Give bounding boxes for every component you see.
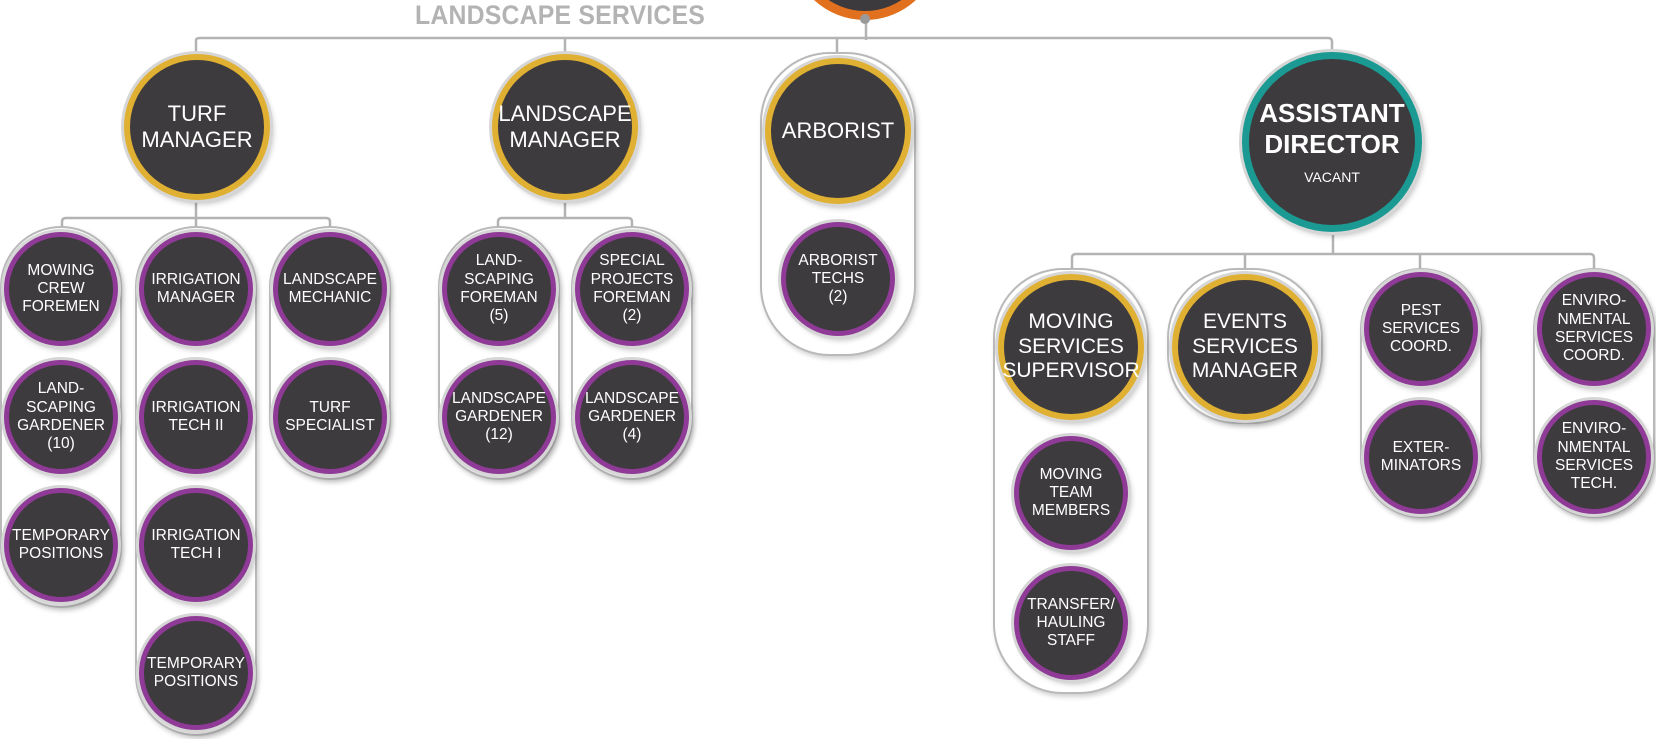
turf-manager-label: TURF MANAGER [141,101,253,152]
connector-dot [860,14,870,24]
landscape-bus-line [496,216,634,230]
turf-manager-node: TURF MANAGER [124,54,270,200]
staff-label: ENVIRO- NMENTAL SERVICES TECH. [1554,420,1634,493]
moving-team-members-node: MOVING TEAM MEMBERS [1014,436,1128,550]
staff-label: PEST SERVICES COORD. [1381,301,1461,356]
arborist-techs-node: ARBORIST TECHS (2) [781,222,895,336]
landscaping-gardener-node: LAND- SCAPING GARDENER (10) [4,360,118,474]
irrigation-manager-node: IRRIGATION MANAGER [139,232,253,346]
moving-services-supervisor-node: MOVING SERVICES SUPERVISOR [998,274,1144,420]
staff-label: LAND- SCAPING FOREMAN (5) [460,252,538,325]
staff-label: EXTER- MINATORS [1380,438,1462,474]
staff-label: MOVING TEAM MEMBERS [1031,465,1111,520]
transfer-hauling-staff-node: TRANSFER/ HAULING STAFF [1014,566,1128,680]
environmental-services-tech-node: ENVIRO- NMENTAL SERVICES TECH. [1537,400,1651,514]
staff-label: LANDSCAPE GARDENER (12) [452,389,546,444]
irrigation-tech-i-node: IRRIGATION TECH I [139,488,253,602]
staff-label: IRRIGATION TECH I [151,526,241,562]
ad-bus-line [1070,252,1596,268]
staff-label: LANDSCAPE GARDENER (4) [585,389,679,444]
assistant-director-status: VACANT [1304,169,1360,186]
staff-label: TEMPORARY POSITIONS [12,526,110,562]
landscape-gardener-12-node: LANDSCAPE GARDENER (12) [442,360,556,474]
landscape-gardener-4-node: LANDSCAPE GARDENER (4) [575,360,689,474]
staff-label: IRRIGATION TECH II [151,398,241,434]
irrigation-tech-ii-node: IRRIGATION TECH II [139,360,253,474]
landscape-mechanic-node: LANDSCAPE MECHANIC [273,232,387,346]
staff-label: TEMPORARY POSITIONS [147,654,245,690]
supervisor-label: MOVING SERVICES SUPERVISOR [1002,309,1140,383]
landscaping-foreman-node: LAND- SCAPING FOREMAN (5) [442,232,556,346]
mowing-crew-foremen-node: MOWING CREW FOREMEN [4,232,118,346]
arborist-node: ARBORIST [765,58,911,204]
staff-label: IRRIGATION MANAGER [151,270,241,306]
irrigation-temporary-positions-node: TEMPORARY POSITIONS [139,616,253,730]
manager-label: EVENTS SERVICES MANAGER [1191,309,1299,383]
turf-temporary-positions-node: TEMPORARY POSITIONS [4,488,118,602]
turf-specialist-node: TURF SPECIALIST [273,360,387,474]
staff-label: LAND- SCAPING GARDENER (10) [17,380,105,453]
landscape-manager-label: LANDSCAPE MANAGER [498,101,632,152]
staff-label: LANDSCAPE MECHANIC [283,270,377,306]
pest-services-coord-node: PEST SERVICES COORD. [1364,272,1478,386]
staff-label: MOWING CREW FOREMEN [22,261,100,316]
staff-label: TURF SPECIALIST [285,398,375,434]
top-bus-line [194,36,1334,60]
arborist-label: ARBORIST [781,118,895,144]
staff-label: ENVIRO- NMENTAL SERVICES COORD. [1554,292,1634,365]
environmental-services-coord-node: ENVIRO- NMENTAL SERVICES COORD. [1537,272,1651,386]
staff-label: ARBORIST TECHS (2) [798,251,878,306]
landscape-manager-node: LANDSCAPE MANAGER [492,54,638,200]
assistant-director-label: ASSISTANT DIRECTOR [1259,98,1405,159]
special-projects-foreman-node: SPECIAL PROJECTS FOREMAN (2) [575,232,689,346]
staff-label: TRANSFER/ HAULING STAFF [1027,595,1115,650]
exterminators-node: EXTER- MINATORS [1364,400,1478,514]
assistant-director-node: ASSISTANT DIRECTOR VACANT [1242,52,1422,232]
page-title: LANDSCAPE SERVICES [415,0,705,30]
events-services-manager-node: EVENTS SERVICES MANAGER [1172,274,1318,420]
staff-label: SPECIAL PROJECTS FOREMAN (2) [590,252,674,325]
